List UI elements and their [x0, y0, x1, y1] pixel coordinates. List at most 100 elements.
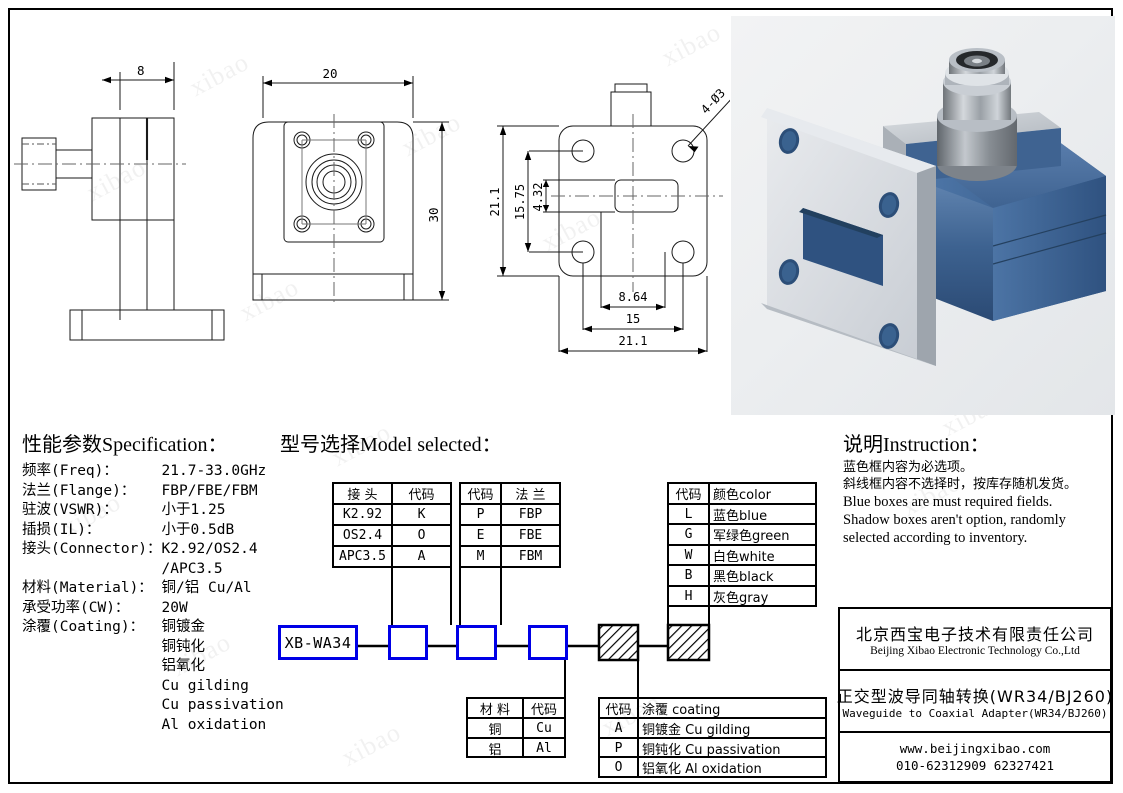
coating-table-header-0: 代码 — [605, 702, 632, 718]
flange-table-cell: E — [476, 528, 485, 543]
spec-row-value: 铜钝化 — [161, 638, 206, 655]
dim-hole-pitch: 15 — [626, 312, 640, 326]
model-code-box-connector[interactable] — [388, 625, 428, 660]
instruction-heading: 说明Instruction： — [843, 434, 990, 456]
product-name-cn: 正交型波导同轴转换(WR34/BJ260) — [836, 686, 1114, 706]
coating-table-header-1: 涂覆 coating — [642, 702, 721, 718]
phone: 010-62312909 62327421 — [895, 758, 1055, 773]
website[interactable]: www.beijingxibao.com — [899, 741, 1051, 756]
color-table-cell: 黑色black — [713, 569, 774, 585]
spec-row-key — [22, 678, 162, 698]
material-table-cell: 铝 — [488, 742, 502, 758]
spec-row: 铜钝化 — [22, 639, 284, 659]
product-name-en: Waveguide to Coaxial Adapter(WR34/BJ260) — [842, 706, 1108, 720]
dim-side-width: 8 — [137, 63, 145, 78]
views-svg: 8 20 30 — [14, 62, 730, 355]
coating-table-cell: P — [614, 740, 623, 756]
company-name-cn: 北京西宝电子技术有限责任公司 — [855, 625, 1094, 644]
flange-table-cell: M — [476, 549, 485, 564]
instruction-en-line: selected according to inventory. — [843, 530, 1028, 546]
color-table-cell: 白色white — [713, 549, 775, 565]
spec-row: Al oxidation — [22, 717, 284, 737]
spec-row-value: K2.92/OS2.4 — [161, 541, 258, 557]
flange-table-cell: FBM — [518, 549, 543, 564]
spec-row-key: 涂覆(Coating)： — [22, 619, 145, 635]
spec-row: /APC3.5 — [22, 561, 284, 581]
model-code-base-label: XB-WA34 — [284, 633, 352, 652]
connector-table-header-0: 接 头 — [347, 488, 378, 503]
spec-row-key: 材料(Material)： — [22, 580, 153, 596]
coating-table-cell: A — [614, 720, 623, 736]
title-block: 北京西宝电子技术有限责任公司 Beijing Xibao Electronic … — [836, 607, 1114, 783]
color-table-cell: H — [684, 588, 693, 604]
color-table-cell: B — [684, 567, 693, 583]
flange-table-header-0: 代码 — [467, 488, 494, 503]
spec-row-value: 铜/铝 Cu/Al — [161, 580, 252, 596]
flange-table-header-1: 法 兰 — [515, 488, 546, 503]
connector-table-cell: K2.92 — [342, 507, 383, 522]
dim-flange-outer-h: 21.1 — [619, 334, 648, 348]
color-table-cell: 蓝色blue — [713, 508, 768, 524]
specification-block: 性能参数Specification： 频率(Freq)：21.7-33.0GHz… — [22, 428, 284, 737]
connector-table-cell: O — [417, 528, 426, 543]
spec-row-key — [22, 658, 162, 678]
specification-heading: 性能参数Specification： — [22, 434, 228, 456]
color-table-header-1: 颜色color — [713, 488, 772, 503]
model-selection-heading: 型号选择Model selected： — [280, 434, 502, 456]
color-table-header-0: 代码 — [675, 488, 702, 503]
connector-table-cell: OS2.4 — [342, 528, 383, 543]
spec-row: 涂覆(Coating)：铜镀金 — [22, 619, 284, 639]
color-table-cell: L — [684, 506, 693, 522]
title-block-product: 正交型波导同轴转换(WR34/BJ260) Waveguide to Coaxi… — [836, 671, 1114, 733]
connector-table-cell: A — [417, 549, 426, 564]
instruction-en-lines: Blue boxes are must required fields.Shad… — [843, 493, 1111, 547]
spec-row-value: Cu passivation — [161, 697, 284, 713]
dim-hole-note: 4-Ø3 — [698, 86, 728, 117]
spec-row-value: /APC3.5 — [161, 560, 223, 577]
color-table-cell: 军绿色green — [713, 528, 790, 544]
spec-row: 插损(IL)： 小于0.5dB — [22, 522, 284, 542]
spec-row: Cu passivation — [22, 697, 284, 717]
orthographic-views: 8 20 30 — [10, 10, 730, 405]
spec-row-key: 驻波(VSWR)： — [22, 502, 118, 518]
product-render-image — [731, 16, 1115, 415]
color-table-cell: W — [684, 547, 693, 563]
dim-front-width: 20 — [322, 66, 337, 81]
connector-table-cell: K — [417, 507, 426, 522]
coating-table-cell: 铝氧化 Al oxidation — [642, 761, 762, 777]
spec-row: 材料(Material)： 铜/铝 Cu/Al — [22, 580, 284, 600]
material-table-cell: Cu — [536, 720, 552, 736]
spec-row-key: 法兰(Flange)： — [22, 482, 136, 499]
spec-row-key: 插损(IL)： — [22, 521, 101, 538]
spec-row: 驻波(VSWR)： 小于1.25 — [22, 502, 284, 522]
model-code-box-material[interactable] — [528, 625, 568, 660]
spec-row-value: FBP/FBE/FBM — [161, 482, 258, 499]
spec-row: 铝氧化 — [22, 658, 284, 678]
dim-flange-hole-v: 15.75 — [513, 184, 527, 220]
material-table-cell: 铜 — [488, 722, 502, 738]
spec-row-key — [22, 639, 162, 659]
flange-table-cell: P — [476, 507, 485, 522]
model-code-box-base[interactable]: XB-WA34 — [278, 625, 358, 660]
spec-row-key: 频率(Freq)： — [22, 463, 118, 479]
material-table-cell: Al — [536, 740, 552, 756]
title-block-company: 北京西宝电子技术有限责任公司 Beijing Xibao Electronic … — [840, 609, 1110, 671]
dim-flange-outer-v: 21.1 — [488, 188, 502, 217]
model-selection-block: 型号选择Model selected： — [280, 428, 502, 457]
spec-row-value: 小于1.25 — [161, 502, 226, 518]
spec-row-key: 接头(Connector)： — [22, 541, 162, 557]
title-block-contact: www.beijingxibao.com 010-62312909 623274… — [840, 733, 1110, 781]
spec-row: Cu gilding — [22, 678, 284, 698]
spec-row-value: 小于0.5dB — [161, 521, 235, 538]
material-table-header-1: 代码 — [530, 702, 557, 718]
instruction-en-line: Shadow boxes aren't option, randomly — [843, 512, 1066, 528]
spec-row: 接头(Connector)：K2.92/OS2.4 — [22, 541, 284, 561]
material-table-header-0: 材 料 — [479, 702, 511, 718]
spec-row: 频率(Freq)：21.7-33.0GHz — [22, 463, 284, 483]
dim-window-w: 8.64 — [619, 290, 648, 304]
connector-table-cell: APC3.5 — [339, 549, 386, 564]
model-code-box-flange[interactable] — [456, 625, 497, 660]
flange-table-cell: FBE — [518, 528, 543, 543]
spec-row-value: 铝氧化 — [161, 658, 206, 674]
spec-row-value: Cu gilding — [161, 677, 249, 694]
